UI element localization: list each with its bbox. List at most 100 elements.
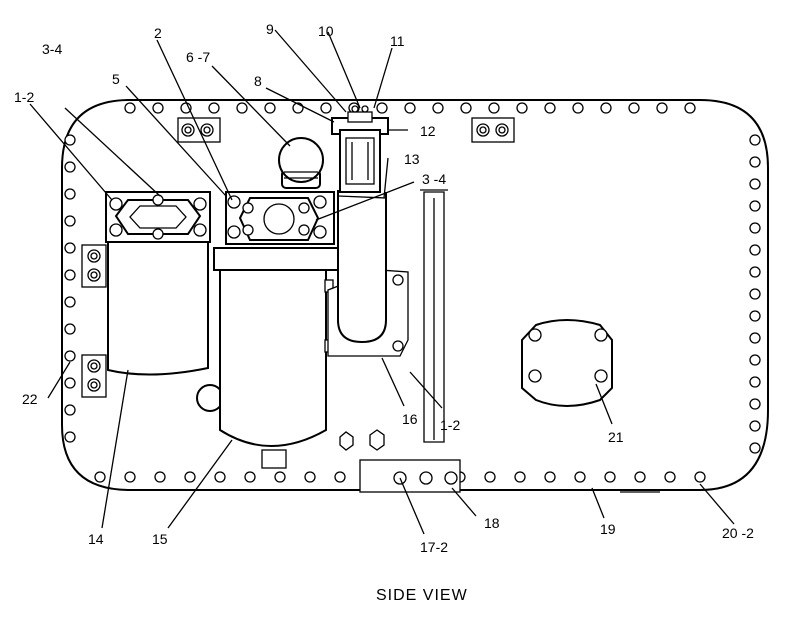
perimeter-bolt	[664, 471, 676, 483]
perimeter-bolt	[64, 296, 76, 308]
perimeter-bolt	[749, 156, 761, 168]
perimeter-bolt	[694, 471, 706, 483]
perimeter-bolt	[574, 471, 586, 483]
perimeter-bolt	[749, 200, 761, 212]
perimeter-bolt	[544, 102, 556, 114]
cover-flange	[521, 319, 613, 407]
perimeter-bolt	[634, 471, 646, 483]
label-17-2: 17-2	[420, 539, 448, 555]
perimeter-bolt	[749, 354, 761, 366]
perimeter-bolt	[304, 471, 316, 483]
perimeter-bolt	[604, 471, 616, 483]
perimeter-bolt	[64, 188, 76, 200]
label-8: 8	[254, 73, 262, 89]
left-plate-lower	[81, 354, 107, 398]
perimeter-bolt	[184, 471, 196, 483]
perimeter-bolts	[64, 102, 761, 483]
label-20-2: 20 -2	[722, 525, 754, 541]
label-10: 10	[318, 23, 334, 39]
label-1-2-left: 1-2	[14, 89, 34, 105]
perimeter-bolt	[488, 102, 500, 114]
filler-cap	[278, 137, 324, 189]
perimeter-bolt	[749, 288, 761, 300]
perimeter-bolt	[749, 222, 761, 234]
pipe-13	[337, 190, 387, 344]
perimeter-bolt	[154, 471, 166, 483]
perimeter-bolt	[432, 102, 444, 114]
label-3-4-top: 3-4	[42, 41, 62, 57]
perimeter-bolt	[64, 431, 76, 443]
perimeter-bolt	[684, 102, 696, 114]
label-11: 11	[390, 33, 405, 49]
perimeter-bolt	[749, 178, 761, 190]
label-6-7: 6 -7	[186, 49, 210, 65]
perimeter-bolt	[749, 266, 761, 278]
label-18: 18	[484, 515, 500, 531]
top-right-plate	[471, 117, 515, 143]
perimeter-bolt	[64, 215, 76, 227]
left-plate-upper	[81, 244, 107, 288]
label-14: 14	[88, 531, 104, 547]
perimeter-bolt	[749, 442, 761, 454]
label-16: 16	[402, 411, 418, 427]
perimeter-bolt	[264, 102, 276, 114]
leader-lines	[29, 29, 735, 535]
perimeter-bolt	[64, 269, 76, 281]
sensor-assembly	[331, 105, 389, 193]
perimeter-bolt	[64, 404, 76, 416]
label-1-2-bottom: 1-2	[440, 417, 460, 433]
perimeter-bolt	[214, 471, 226, 483]
perimeter-bolt	[64, 161, 76, 173]
label-5: 5	[112, 71, 120, 87]
center-filter	[213, 191, 341, 469]
label-19: 19	[600, 521, 616, 537]
perimeter-bolt	[64, 242, 76, 254]
label-3-4-right: 3 -4	[422, 171, 446, 187]
label-12: 12	[420, 123, 436, 139]
label-22: 22	[22, 391, 38, 407]
perimeter-bolt	[208, 102, 220, 114]
bottom-strip	[359, 459, 461, 493]
perimeter-bolt	[572, 102, 584, 114]
perimeter-bolt	[749, 310, 761, 322]
perimeter-bolt	[749, 420, 761, 432]
perimeter-bolt	[244, 471, 256, 483]
label-15: 15	[152, 531, 168, 547]
label-13: 13	[404, 151, 420, 167]
perimeter-bolt	[334, 471, 346, 483]
perimeter-bolt	[64, 350, 76, 362]
perimeter-bolt	[749, 134, 761, 146]
perimeter-bolt	[600, 102, 612, 114]
perimeter-bolt	[749, 398, 761, 410]
perimeter-bolt	[749, 376, 761, 388]
label-2: 2	[154, 25, 162, 41]
level-tube	[420, 189, 448, 443]
label-21: 21	[608, 429, 624, 445]
perimeter-bolt	[460, 102, 472, 114]
perimeter-bolt	[628, 102, 640, 114]
perimeter-bolt	[484, 471, 496, 483]
perimeter-bolt	[64, 377, 76, 389]
bottom-nuts	[339, 429, 385, 451]
label-9: 9	[266, 21, 274, 37]
perimeter-bolt	[124, 102, 136, 114]
perimeter-bolt	[124, 471, 136, 483]
perimeter-bolt	[94, 471, 106, 483]
perimeter-bolt	[64, 323, 76, 335]
perimeter-bolt	[376, 102, 388, 114]
perimeter-bolt	[516, 102, 528, 114]
perimeter-bolt	[749, 332, 761, 344]
left-filter	[105, 191, 211, 376]
perimeter-bolt	[749, 244, 761, 256]
perimeter-bolt	[64, 134, 76, 146]
perimeter-bolt	[656, 102, 668, 114]
perimeter-bolt	[152, 102, 164, 114]
perimeter-bolt	[514, 471, 526, 483]
perimeter-bolt	[404, 102, 416, 114]
perimeter-bolt	[544, 471, 556, 483]
perimeter-bolt	[236, 102, 248, 114]
view-caption: SIDE VIEW	[376, 587, 468, 604]
perimeter-bolt	[274, 471, 286, 483]
perimeter-bolt	[320, 102, 332, 114]
